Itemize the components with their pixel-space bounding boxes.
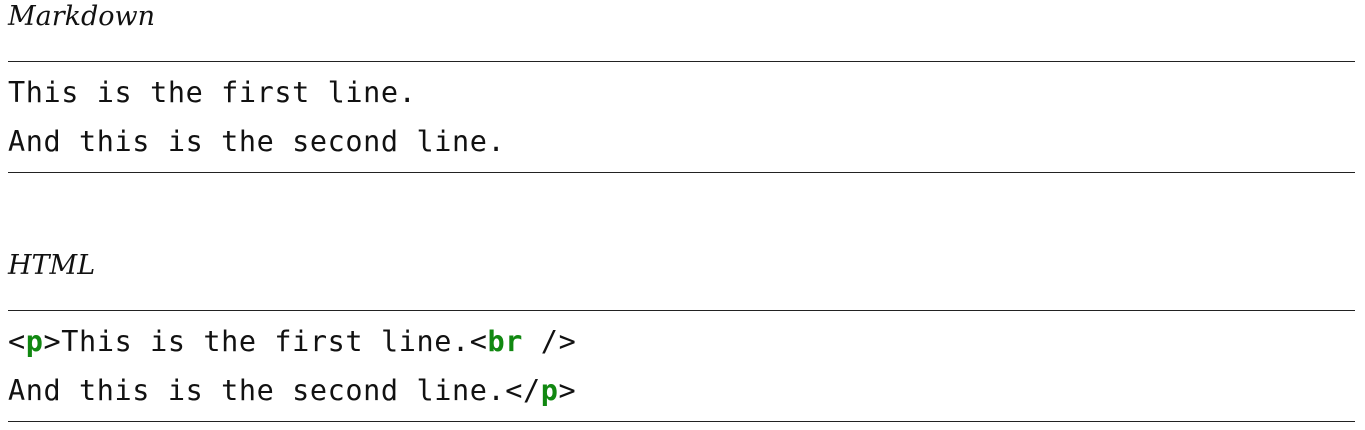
p-end-close-bracket: > (558, 374, 577, 407)
p-end-open-bracket: </ (505, 374, 541, 407)
html-line-2-text: And this is the second line. (8, 374, 506, 407)
html-example: HTML <p>This is the first line.<br /> An… (8, 249, 1355, 422)
html-line-1-text: This is the first line. (61, 325, 470, 358)
br-close-bracket: /> (523, 325, 577, 358)
markdown-code-block: This is the first line. And this is the … (8, 61, 1355, 173)
html-line-2: And this is the second line.</p> (8, 366, 1355, 415)
br-tag-name: br (487, 325, 524, 358)
markdown-line-1: This is the first line. (8, 76, 417, 109)
html-heading: HTML (8, 250, 96, 281)
p-close-bracket: > (43, 325, 62, 358)
markdown-example: Markdown This is the first line. And thi… (8, 0, 1355, 173)
markdown-heading: Markdown (8, 1, 156, 32)
p-open-bracket: < (8, 325, 26, 358)
br-open-bracket: < (469, 325, 488, 358)
html-line-1: <p>This is the first line.<br /> (8, 317, 1355, 366)
html-code-block: <p>This is the first line.<br /> And thi… (8, 310, 1355, 422)
markdown-line-2: And this is the second line. (8, 125, 506, 158)
p-tag-name: p (25, 325, 44, 358)
p-end-tag-name: p (540, 374, 559, 407)
